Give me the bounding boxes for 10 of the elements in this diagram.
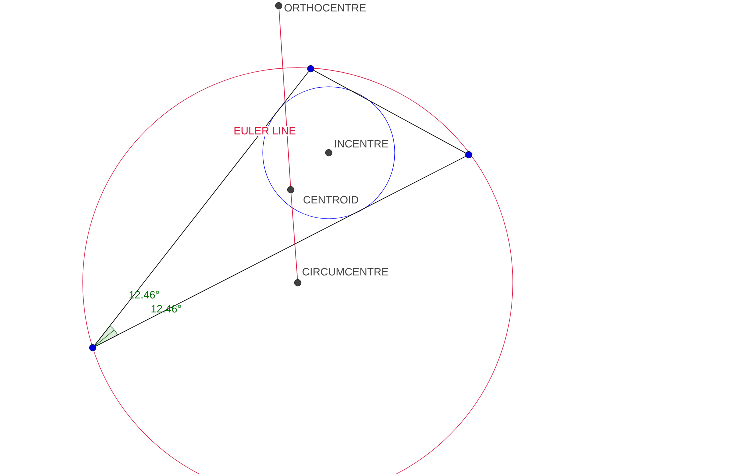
euler-line	[290, 193, 298, 280]
triangle-side	[314, 70, 466, 154]
triangle-side	[94, 71, 310, 346]
point-label: ORTHOCENTRE	[284, 4, 366, 12]
point-label: CIRCUMCENTRE	[302, 268, 388, 276]
edge-label: EULER LINE	[232, 126, 298, 136]
triangle-side	[96, 156, 466, 347]
point-label: CENTROID	[304, 196, 358, 204]
point-label: INCENTRE	[335, 140, 388, 148]
euler-line	[278, 9, 292, 187]
